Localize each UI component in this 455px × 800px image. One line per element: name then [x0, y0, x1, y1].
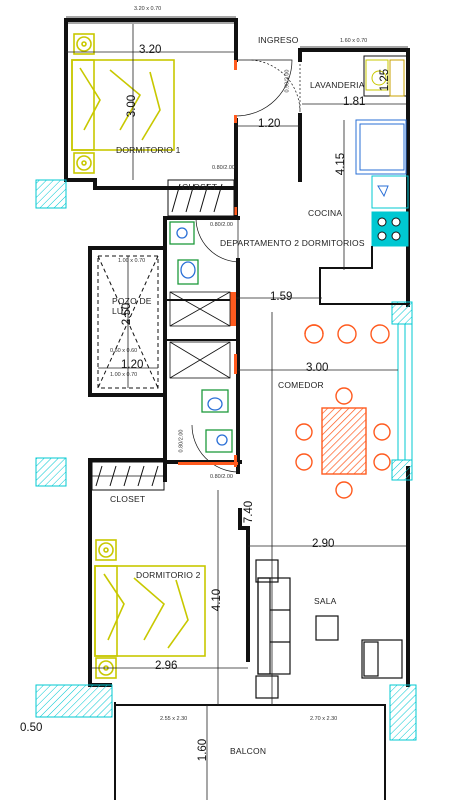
note-window-pozo-3: 1.00 x 0.70: [110, 372, 138, 378]
dim-0-50: 0.50: [20, 722, 43, 734]
dim-7-40: 7.40: [243, 500, 256, 524]
bed-1: [71, 33, 175, 174]
sofa: [255, 559, 403, 699]
note-window-top: 3.20 x 0.70: [134, 6, 162, 12]
note-door-bath-2: 0.80/2.00: [178, 429, 185, 453]
dim-4-10: 4.10: [211, 588, 224, 612]
room-label-closet-2: CLOSET: [110, 494, 146, 504]
dim-3-20: 3.20: [139, 44, 162, 56]
note-window-balcon-1: 2.55 x 2.30: [160, 716, 188, 722]
room-label-ingreso: INGRESO: [258, 35, 299, 45]
room-label-comedor: COMEDOR: [278, 380, 324, 390]
dim-1-25: 1.25: [379, 68, 392, 92]
bar-stools: [304, 324, 390, 344]
dim-1-20-top: 1.20: [258, 118, 281, 130]
note-window-balcon-2: 2.70 x 2.30: [310, 716, 338, 722]
closet-1-hatching: [167, 179, 235, 217]
note-door-closet-1: 0.80/2.00: [212, 165, 235, 171]
door-marks: [178, 60, 238, 467]
room-label-cocina: COCINA: [308, 208, 343, 218]
room-label-sala: SALA: [314, 596, 337, 606]
dim-2-90: 2.90: [312, 538, 335, 550]
bath-fixtures: [169, 221, 233, 453]
dim-3-00-comedor: 3.00: [306, 362, 329, 374]
room-label-dormitorio-2: DORMITORIO 2: [136, 570, 201, 580]
dining-set: [295, 387, 391, 499]
note-door-bath-1: 0.80/2.00: [210, 222, 233, 228]
note-window-pozo-2: 0.60 x 0.60: [110, 348, 138, 354]
note-door-closet-2: 0.80/2.00: [210, 474, 233, 480]
note-window-pozo-1: 1.00 x 0.70: [118, 258, 146, 264]
dim-1-59: 1.59: [270, 291, 293, 303]
columns: [35, 179, 417, 741]
note-window-lavanderia: 1.60 x 0.70: [340, 38, 368, 44]
dim-2-96: 2.96: [155, 660, 178, 672]
dim-4-15: 4.15: [335, 152, 348, 176]
room-label-departamento: DEPARTAMENTO 2 DORMITORIOS: [220, 238, 365, 248]
bed-2: [94, 539, 206, 679]
note-door-lavanderia: 0.90/2.00: [284, 69, 291, 93]
walls: [64, 18, 410, 800]
window-dorm1: [66, 16, 408, 48]
room-label-closet-1: CLOSET: [182, 182, 218, 192]
dim-2-50: 2.50: [121, 302, 134, 326]
dimension-lines: [66, 24, 406, 800]
doors: [92, 59, 301, 477]
dim-1-81: 1.81: [343, 96, 366, 108]
room-label-balcon: BALCON: [230, 746, 267, 756]
room-label-lavanderia: LAVANDERIA: [310, 80, 365, 90]
shafts: [169, 291, 231, 379]
dim-3-00-dorm: 3.00: [126, 94, 139, 118]
dim-1-60: 1.60: [197, 738, 210, 762]
room-label-pozo-de-luz: POZO DE LUZ: [112, 296, 152, 316]
laundry: [363, 55, 409, 97]
kitchen: [319, 119, 409, 305]
closet-2-hatching: [91, 461, 165, 491]
dim-1-20-pozo: 1.20: [121, 359, 144, 371]
room-label-dormitorio-1: DORMITORIO 1: [116, 145, 181, 155]
